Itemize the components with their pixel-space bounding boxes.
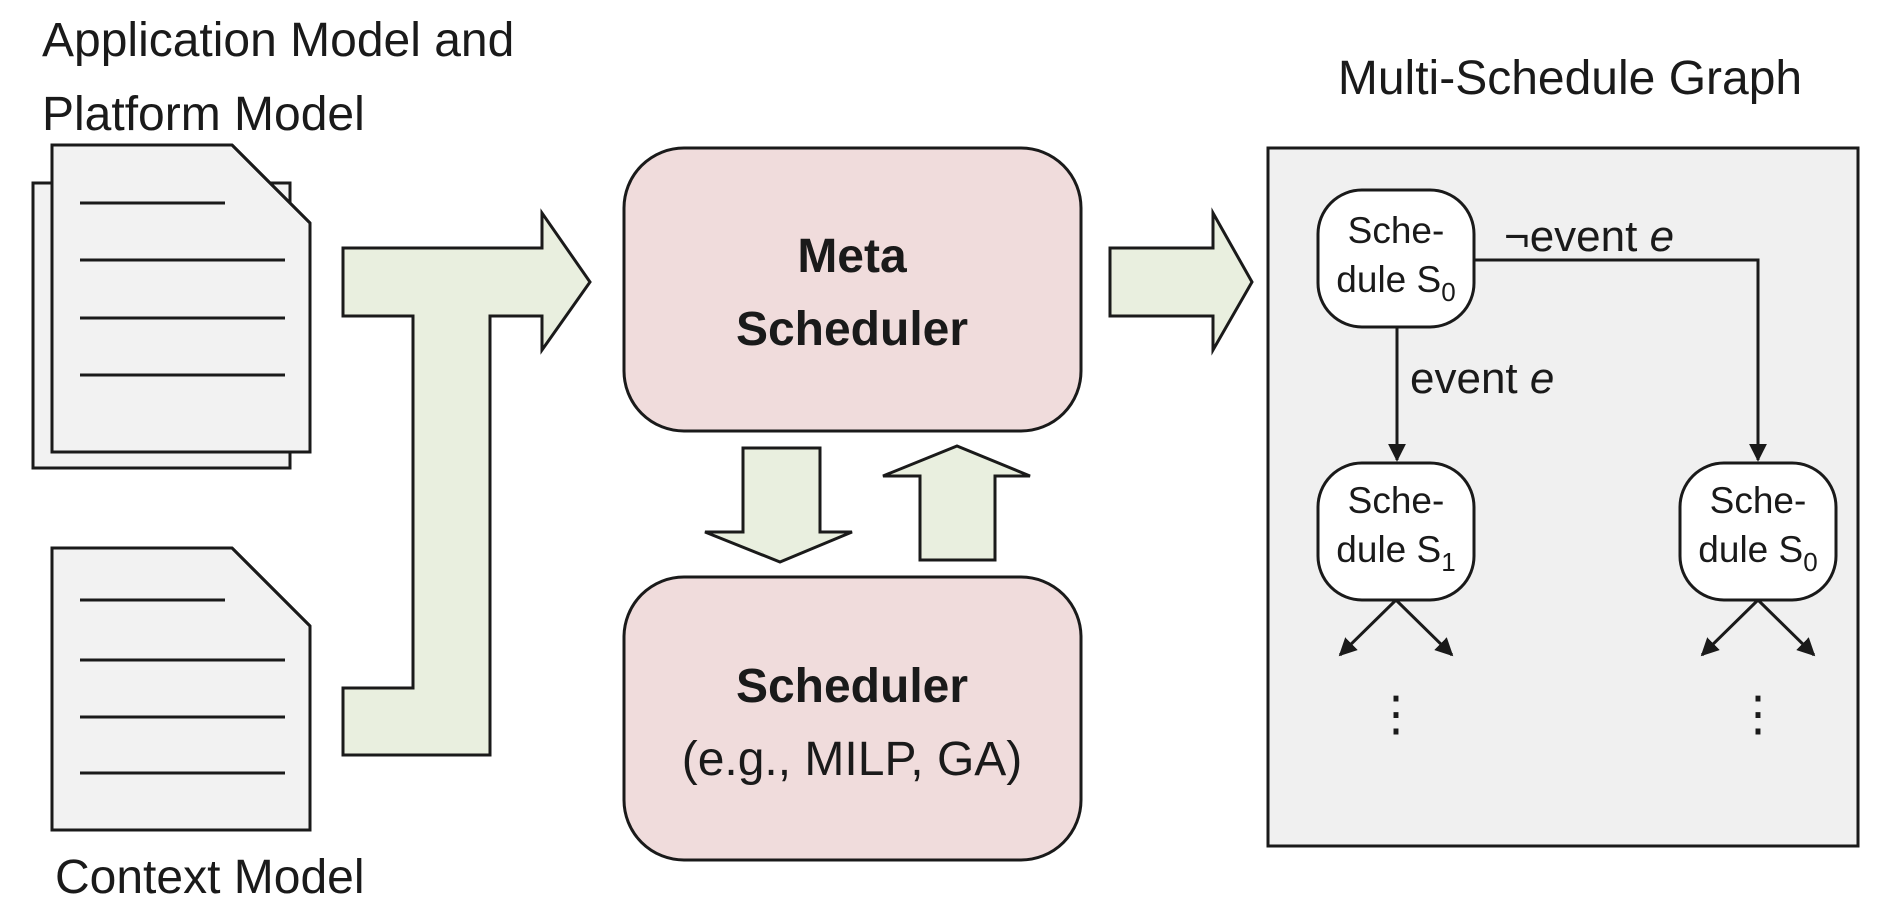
context-model-label: Context Model [55, 851, 365, 904]
app-platform-model-document-icon [31, 143, 312, 470]
edge-label-event: event e [1410, 354, 1554, 403]
branch-arrow-s1-right [1394, 598, 1454, 657]
app-platform-label-line1: Application Model and [42, 14, 514, 67]
down-arrow [704, 446, 853, 564]
node-s1-line1: Sche- [1348, 480, 1445, 521]
branch-arrow-s0-right [1756, 598, 1816, 657]
ellipsis-s1: ⋮ [1372, 688, 1420, 741]
input-merge-arrow [341, 208, 592, 757]
ellipsis-s0: ⋮ [1734, 688, 1782, 741]
node-s0-top-line2: dule S0 [1336, 259, 1455, 307]
up-arrow [882, 444, 1031, 562]
node-s1-line2: dule S1 [1336, 529, 1455, 577]
meta-scheduler-line1: Meta [797, 230, 907, 283]
scheduler-title: Scheduler [736, 660, 968, 713]
graph-title: Multi-Schedule Graph [1338, 52, 1802, 105]
node-s0-right-line1: Sche- [1710, 480, 1807, 521]
node-s0-right-line2: dule S0 [1698, 529, 1817, 577]
edge-not-event [1466, 258, 1767, 462]
output-arrow [1108, 207, 1254, 356]
branch-arrow-s1-left [1338, 598, 1398, 657]
scheduler-box [622, 575, 1083, 862]
meta-scheduler-box [622, 146, 1083, 433]
context-model-document-icon [50, 546, 312, 832]
node-s0-top-line1: Sche- [1348, 210, 1445, 251]
branch-arrow-s0-left [1700, 598, 1760, 657]
scheduler-subtitle: (e.g., MILP, GA) [682, 733, 1023, 786]
edge-label-not-event: ¬event e [1504, 212, 1674, 261]
node-schedule-s0-top [1316, 188, 1476, 329]
meta-scheduler-line2: Scheduler [736, 303, 968, 356]
app-platform-label-line2: Platform Model [42, 88, 365, 141]
